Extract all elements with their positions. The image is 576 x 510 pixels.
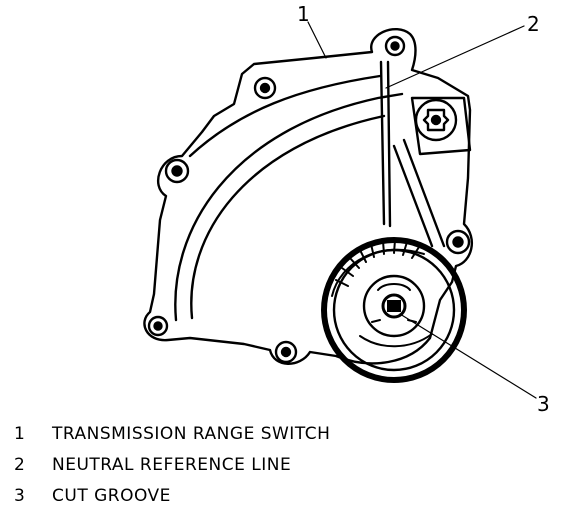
mounting-hole-upper-left [253,76,277,100]
legend-number: 1 [14,423,26,444]
callout-2: 2 [527,12,540,36]
gear-assembly [321,237,467,383]
neutral-reference-line [379,60,446,248]
legend-number: 2 [14,454,26,475]
leader-line-3 [399,313,537,399]
legend-item: 2 NEUTRAL REFERENCE LINE [14,449,330,480]
mounting-hole-left [164,158,190,184]
mounting-hole-right [445,229,471,255]
housing-inner-arc-2 [190,114,386,320]
legend-item: 1 TRANSMISSION RANGE SWITCH [14,418,330,449]
legend-label: CUT GROOVE [52,485,171,506]
leader-line-1 [307,21,327,59]
mounting-hole-top [384,35,406,57]
legend: 1 TRANSMISSION RANGE SWITCH 2 NEUTRAL RE… [14,418,330,510]
legend-number: 3 [14,485,26,506]
callout-1: 1 [297,2,310,26]
legend-label: TRANSMISSION RANGE SWITCH [52,423,331,444]
callout-3: 3 [537,392,550,416]
leader-line-2 [385,25,525,89]
cut-groove [387,300,401,312]
range-switch-diagram [143,21,537,399]
mounting-hole-bottom [274,340,298,364]
switch-housing-outline [143,28,474,365]
housing-inner-arc [174,92,404,322]
mounting-hole-lower-left [147,315,169,337]
legend-label: NEUTRAL REFERENCE LINE [52,454,292,475]
legend-item: 3 CUT GROOVE [14,480,330,510]
connector-block [410,96,472,156]
housing-upper-edge [188,74,382,158]
